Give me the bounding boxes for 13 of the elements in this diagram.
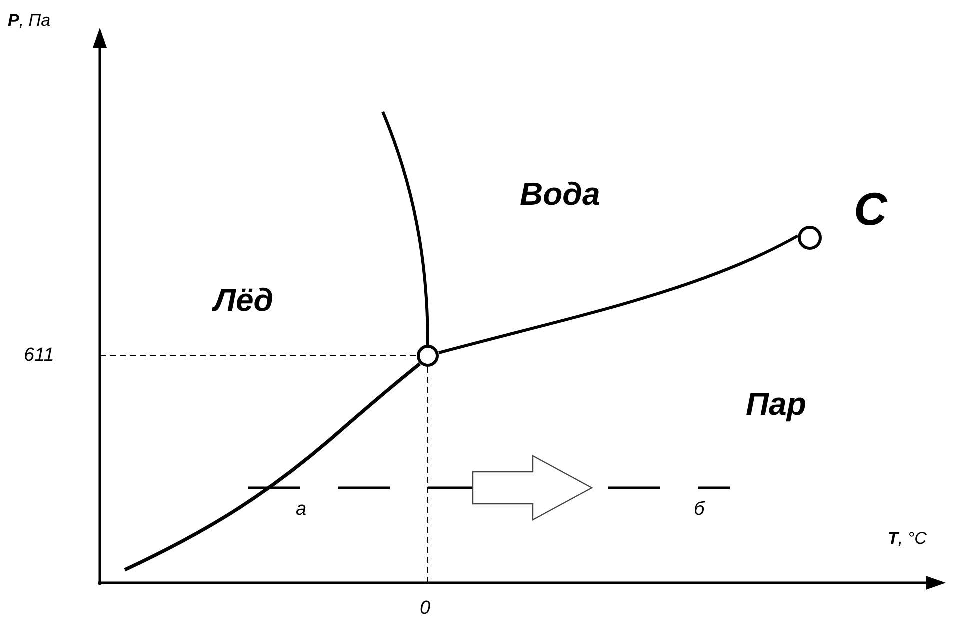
region-label: Вода [520, 175, 600, 214]
axis-label: P, Па [8, 10, 51, 32]
region-label: Пар [746, 385, 806, 424]
region-label: Лёд [214, 281, 274, 320]
point-marker [417, 345, 439, 367]
tick-label: 0 [420, 597, 431, 621]
point-marker [798, 226, 822, 250]
vaporization-curve [438, 234, 799, 354]
point-label: б [694, 498, 705, 522]
point-label: C [854, 186, 888, 232]
point-label: а [296, 498, 307, 522]
tick-label: 611 [24, 344, 54, 368]
axis-label: T, °C [888, 528, 927, 550]
